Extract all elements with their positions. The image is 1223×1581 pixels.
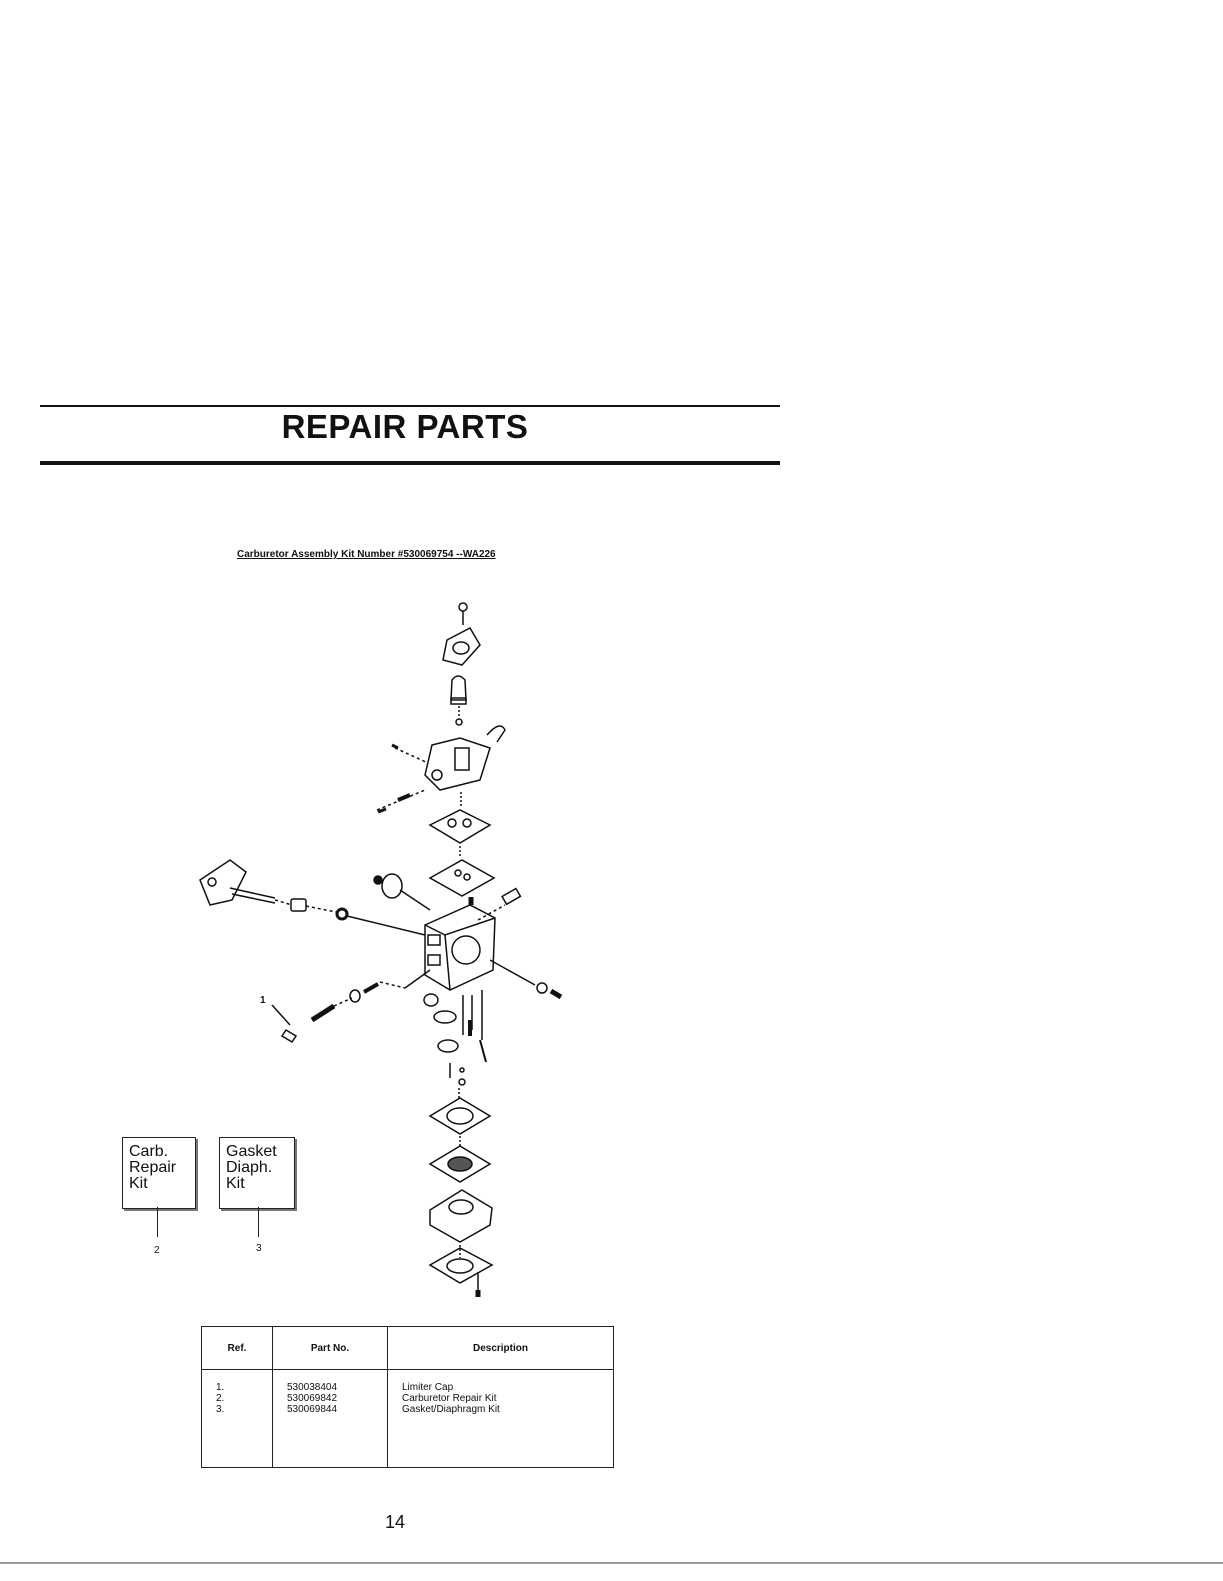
carb-kit-leader-line xyxy=(157,1207,158,1237)
o-ring-part xyxy=(456,719,462,725)
description-cell: Limiter Cap xyxy=(402,1382,599,1393)
metering-parts xyxy=(424,990,486,1062)
page-bottom-edge xyxy=(0,1562,1223,1564)
bushing-part xyxy=(291,899,306,911)
part-no-cell: 530038404 xyxy=(287,1382,373,1393)
limiter-cap-part xyxy=(272,1005,296,1042)
metering-gasket-part xyxy=(430,1098,490,1134)
pump-gasket-part xyxy=(430,810,490,843)
carb-repair-kit-box: Carb. Repair Kit xyxy=(122,1137,196,1209)
bottom-plate-part xyxy=(430,1248,492,1283)
adjust-screw-washer-part xyxy=(537,983,547,993)
pump-body-part xyxy=(425,726,505,790)
part-no-cell: 530069842 xyxy=(287,1393,373,1404)
parts-table: Ref. Part No. Description 1. 2. 3. 53003… xyxy=(201,1326,614,1468)
pump-diaphragm-part xyxy=(430,860,494,896)
carburetor-body-part xyxy=(425,905,495,990)
metering-diaphragm-part xyxy=(430,1146,490,1182)
throttle-lever-part xyxy=(200,860,275,905)
header-part-no: Part No. xyxy=(273,1327,388,1370)
description-column: Limiter Cap Carburetor Repair Kit Gasket… xyxy=(388,1370,614,1468)
callout-1-label: 1 xyxy=(260,995,266,1006)
throttle-spring-part xyxy=(337,909,347,919)
carb-kit-ref: 2 xyxy=(154,1245,160,1256)
page-number: 14 xyxy=(385,1512,405,1533)
description-cell: Carburetor Repair Kit xyxy=(402,1393,599,1404)
header-description: Description xyxy=(388,1327,614,1370)
gasket-kit-ref: 3 xyxy=(256,1243,262,1254)
part-no-column: 530038404 530069842 530069844 xyxy=(273,1370,388,1468)
parts-table-header-row: Ref. Part No. Description xyxy=(202,1327,614,1370)
primer-bulb-part xyxy=(451,676,466,704)
top-screw-part xyxy=(459,603,467,625)
table-row: 1. 2. 3. 530038404 530069842 530069844 L… xyxy=(202,1370,614,1468)
gasket-diaph-kit-box: Gasket Diaph. Kit xyxy=(219,1137,295,1209)
ref-cell: 3. xyxy=(216,1404,258,1415)
part-no-cell: 530069844 xyxy=(287,1404,373,1415)
diaphragm-cover-part xyxy=(430,1190,492,1242)
description-cell: Gasket/Diaphragm Kit xyxy=(402,1404,599,1415)
ref-cell: 1. xyxy=(216,1382,258,1393)
choke-plate-part xyxy=(374,874,430,910)
fuel-inlet-part xyxy=(502,889,520,905)
gasket-kit-leader-line xyxy=(258,1207,259,1237)
ref-column: 1. 2. 3. xyxy=(202,1370,273,1468)
ref-cell: 2. xyxy=(216,1393,258,1404)
header-ref: Ref. xyxy=(202,1327,273,1370)
top-cover-part xyxy=(443,628,480,665)
